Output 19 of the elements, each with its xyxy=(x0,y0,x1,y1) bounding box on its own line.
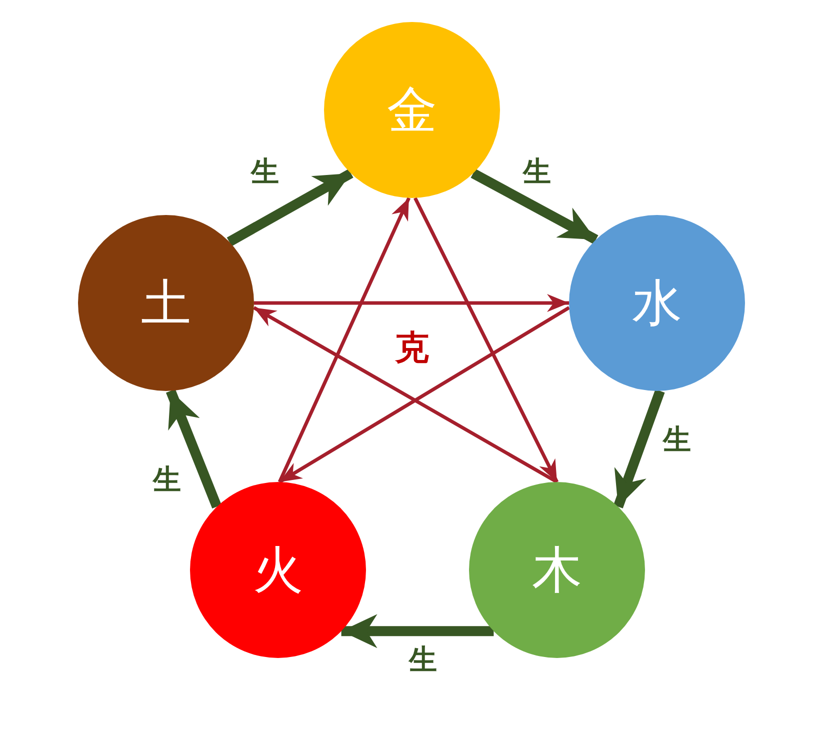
element-circle: 木 xyxy=(469,482,645,658)
element-circle: 火 xyxy=(190,482,366,658)
center-label: 克 xyxy=(395,331,429,365)
element-circle: 金 xyxy=(324,22,500,198)
arrow xyxy=(226,168,354,246)
arrow xyxy=(254,294,569,312)
element-circle: 水 xyxy=(569,215,745,391)
edge-label: 生 xyxy=(251,158,279,186)
edge-label: 生 xyxy=(409,646,437,674)
element-circle: 土 xyxy=(78,215,254,391)
edge-label: 生 xyxy=(523,158,551,186)
arrow xyxy=(414,197,559,483)
edge-label: 生 xyxy=(153,466,181,494)
arrow xyxy=(166,389,222,509)
edge-label: 生 xyxy=(663,426,691,454)
arrow xyxy=(341,614,494,648)
arrow xyxy=(470,168,598,244)
arrow xyxy=(278,197,411,483)
arrow xyxy=(613,389,665,508)
